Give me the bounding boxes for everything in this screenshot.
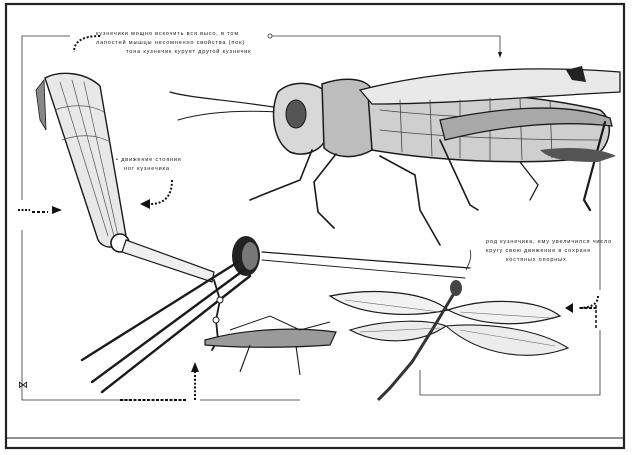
left-note-line: • движение стояние xyxy=(116,156,182,165)
top-note-line: тона кузнечик курует другой кузнечик xyxy=(96,48,251,57)
right-note-line: костяных опорных xyxy=(486,256,612,265)
top-note-line: лапостей мышцы несомненно свойства (пок) xyxy=(96,39,251,48)
top-note-line: кузнечики мощно вскочить вся высо, в том xyxy=(96,30,251,39)
cross-mark: ⋈ xyxy=(18,380,28,391)
left-note-line: ног кузнечика xyxy=(116,165,182,174)
right-note: род кузнечика, ему увеличился число круг… xyxy=(486,238,612,265)
right-note-line: кругу свою движение в сохране xyxy=(486,247,612,256)
left-note: • движение стояние ног кузнечика xyxy=(116,156,182,174)
right-note-line: род кузнечика, ему увеличился число xyxy=(486,238,612,247)
top-note: кузнечики мощно вскочить вся высо, в том… xyxy=(96,30,251,57)
